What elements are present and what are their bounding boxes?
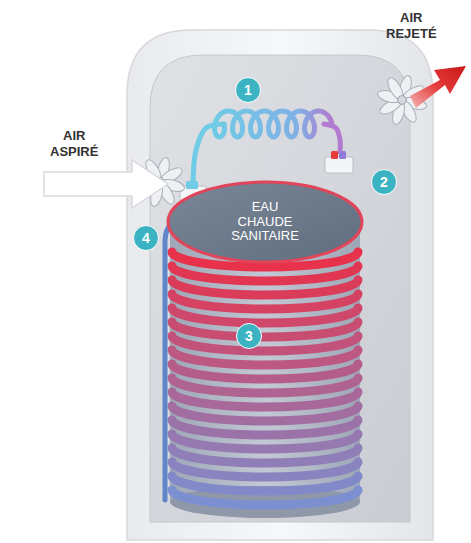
tank-top-disc: EAU CHAUDE SANITAIRE (168, 182, 362, 262)
tank-label: EAU CHAUDE SANITAIRE (231, 200, 299, 245)
coil-turn (172, 308, 358, 323)
coil-turn (172, 364, 358, 379)
coil-turn (172, 378, 358, 393)
coil-turn (172, 406, 358, 421)
coil-turn (172, 322, 358, 337)
coil-turn (172, 448, 358, 463)
condenser-coil (172, 252, 358, 505)
compressor (325, 157, 353, 173)
helix-outlet (324, 124, 340, 152)
coil-turn (172, 420, 358, 435)
fan-hub (398, 96, 407, 105)
node-texts: 3 (236, 323, 262, 349)
coil-turn (172, 392, 358, 407)
air-exhaust-arrow (410, 66, 466, 108)
callout-circle-fill (237, 324, 262, 349)
callout-label: 4 (142, 231, 150, 245)
callout-label: 3 (245, 329, 253, 343)
coil-turn (172, 294, 358, 309)
cabinet-interior (150, 55, 410, 522)
callout-number: 1 (235, 77, 261, 103)
coil-turn (172, 280, 358, 295)
callout-number: 3 (236, 323, 262, 349)
node-texts: 4 (133, 225, 159, 251)
compressor-cap-cold (339, 151, 346, 159)
cabinet-shell (127, 30, 433, 540)
callout-number: 4 (133, 225, 159, 251)
callout-number: 2 (371, 169, 397, 195)
callout-circle-fill (134, 226, 159, 251)
coil-turn (172, 336, 358, 351)
callout-circle-fill (372, 170, 397, 195)
air-flow-label: AIR ASPIRÉ (50, 128, 98, 159)
callout-circle-fill (236, 78, 261, 103)
valve-cap (186, 181, 198, 189)
air-flow-label: AIR REJETÉ (386, 10, 437, 41)
tank-body (170, 222, 360, 502)
node-texts: 1 (235, 77, 261, 103)
callout-label: 2 (380, 175, 388, 189)
coil-turn (172, 462, 358, 477)
coil-turn (172, 476, 358, 491)
tank-disc-fill (168, 182, 362, 262)
evaporator-coil (193, 111, 340, 184)
coil-turn (172, 266, 358, 281)
callout-label: 1 (244, 83, 252, 97)
node-texts: 2 (371, 169, 397, 195)
node-texts: EAU CHAUDE SANITAIRE (168, 182, 362, 262)
air-intake-arrow (44, 160, 168, 208)
helix-inlet (193, 124, 224, 184)
coil-turn (172, 350, 358, 365)
helix-coil (215, 111, 332, 137)
coil-turn (172, 434, 358, 449)
coil-turn (172, 490, 358, 505)
compressor-cap-hot (331, 151, 338, 159)
